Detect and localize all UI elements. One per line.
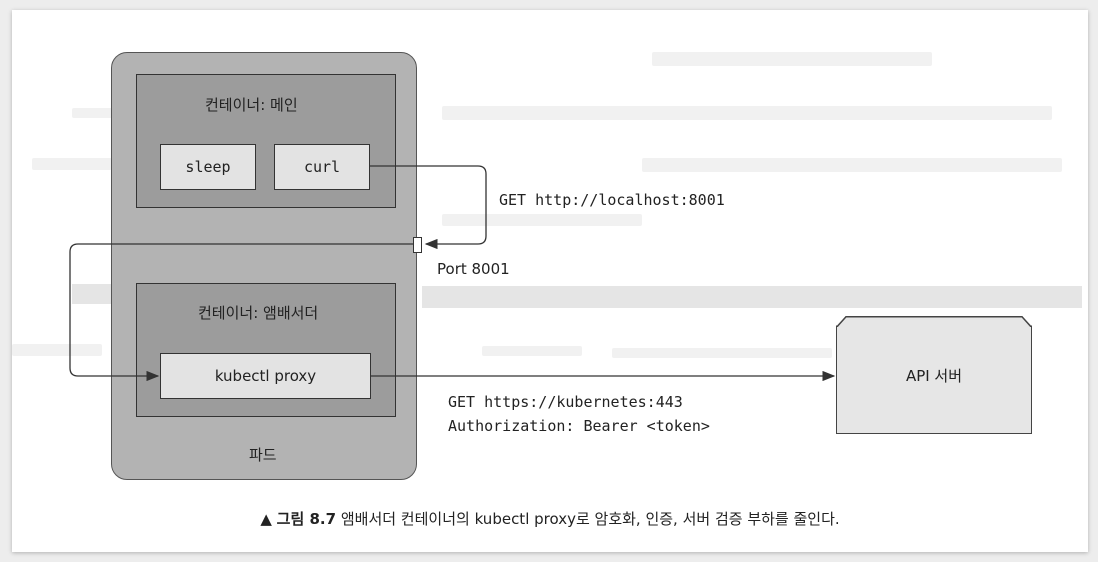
local-request-label: GET http://localhost:8001 bbox=[499, 191, 725, 209]
kubectl-proxy-process: kubectl proxy bbox=[160, 353, 371, 399]
caption-text: 앰배서더 컨테이너의 kubectl proxy로 암호화, 인증, 서버 검증… bbox=[340, 510, 840, 528]
page: 컨테이너: 메인 sleep curl 컨테이너: 앰배서더 kubectl p… bbox=[12, 10, 1088, 552]
api-server-corners bbox=[836, 316, 1032, 327]
curl-to-port-line bbox=[370, 165, 487, 250]
caption-figure-label: 그림 8.7 bbox=[276, 510, 337, 528]
curl-process: curl bbox=[274, 144, 370, 190]
caption-marker: ▲ bbox=[260, 510, 272, 528]
ambassador-container-label: 컨테이너: 앰배서더 bbox=[198, 304, 319, 322]
api-server-label: API 서버 bbox=[905, 366, 963, 385]
main-container-label: 컨테이너: 메인 bbox=[205, 96, 298, 114]
sleep-process: sleep bbox=[160, 144, 256, 190]
port-to-proxy-line bbox=[69, 243, 413, 382]
pod-label: 파드 bbox=[249, 446, 277, 464]
port-label: Port 8001 bbox=[437, 260, 510, 278]
port-8001-marker bbox=[413, 237, 422, 253]
connection-lines bbox=[69, 165, 836, 382]
api-server-box: API 서버 bbox=[836, 316, 1032, 434]
figure-caption: ▲ 그림 8.7 앰배서더 컨테이너의 kubectl proxy로 암호화, … bbox=[12, 508, 1088, 529]
remote-request-line1: GET https://kubernetes:443 bbox=[448, 393, 683, 411]
remote-request-line2: Authorization: Bearer <token> bbox=[448, 417, 710, 435]
